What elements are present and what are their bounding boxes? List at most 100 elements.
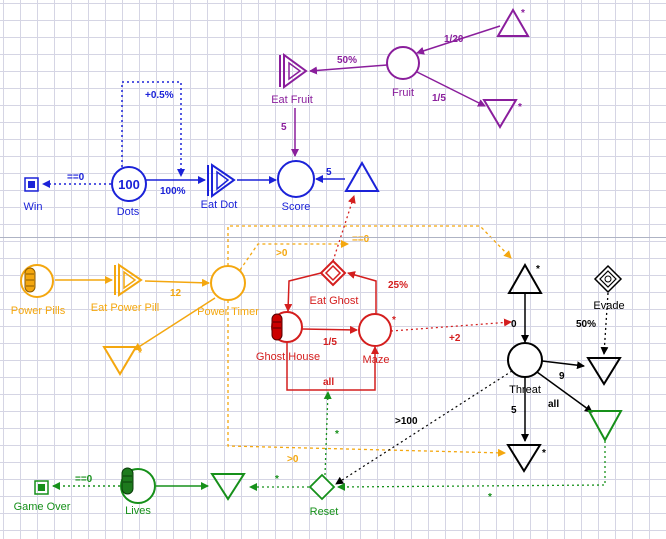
edge-timer-positive-label: >0	[276, 248, 288, 259]
edge-reset-all-label: all	[323, 377, 334, 388]
edge-threat-to-reset	[335, 370, 513, 485]
edge-green-drain-to-reset	[337, 441, 606, 491]
lives-subsystem: Game Over Lives Reset ==0 * * *	[14, 391, 623, 518]
game-over-label: Game Over	[14, 501, 71, 513]
edge-reset-all	[286, 342, 379, 391]
edge-evade-pct-label: 50%	[576, 319, 596, 330]
threat-source-triangle[interactable]	[507, 262, 543, 294]
threat-drain-right[interactable]	[586, 357, 622, 386]
edge-timer-positive-bottom-label: >0	[287, 454, 299, 465]
power-subsystem: Power Pills Eat Power Pill Power Timer *…	[11, 225, 512, 465]
edge-fruit-to-eat-fruit-label: 50%	[337, 55, 357, 66]
power-drain-triangle[interactable]	[102, 346, 138, 376]
edge-threat-to-green-drain-label: all	[548, 399, 559, 410]
maze-star: *	[392, 315, 396, 326]
fruit-subsystem: * Fruit * Eat Fruit 1/20 50% 1/5 5	[271, 7, 530, 157]
edge-eat-ghost-chance-label: 25%	[388, 280, 408, 291]
edge-threat-to-drain-right	[541, 360, 585, 370]
threat-source-amount: 0	[511, 319, 517, 330]
green-drain-right[interactable]	[587, 410, 623, 443]
edge-fruit-spawn	[416, 25, 501, 55]
eat-power-pill-converter[interactable]	[114, 263, 143, 297]
power-drain-star: *	[138, 348, 142, 359]
edge-threat-to-drain-bottom-label: 5	[511, 405, 517, 416]
dots-pool[interactable]	[111, 166, 147, 202]
edge-reset-to-ghost-all	[323, 391, 332, 476]
maze-pool[interactable]	[358, 313, 392, 347]
edge-fruit-spawn-label: 1/20	[444, 34, 464, 45]
edge-maze-to-threat	[390, 318, 512, 332]
edge-timer-positive-bottom	[227, 300, 506, 457]
evade-label: Evade	[593, 300, 624, 312]
maze-label: Maze	[363, 354, 390, 366]
score-label: Score	[282, 201, 311, 213]
edge-threat-to-drain-right-label: 9	[559, 371, 565, 382]
edge-threat-to-reset-label: >100	[395, 416, 418, 427]
threat-source-star: *	[536, 264, 540, 275]
edge-timer-zero	[227, 225, 512, 266]
edge-timer-positive	[239, 240, 349, 271]
eat-dot-converter[interactable]	[207, 163, 236, 198]
edge-eat-ghost-to-house	[284, 272, 322, 312]
edge-fruit-to-eat-fruit	[309, 64, 388, 75]
game-over-end-condition[interactable]	[34, 480, 49, 495]
evade-gate[interactable]	[593, 264, 623, 294]
fruit-source-star: *	[521, 8, 525, 19]
lives-pool[interactable]	[120, 467, 156, 504]
dots-label: Dots	[117, 206, 140, 218]
edge-green-drain-to-reset-star: *	[488, 492, 492, 503]
fruit-drain-star: *	[518, 102, 522, 113]
eat-fruit-converter[interactable]	[279, 53, 308, 89]
eat-fruit-label: Eat Fruit	[271, 94, 313, 106]
threat-pool[interactable]	[507, 342, 543, 378]
edge-threat-to-green-drain	[536, 371, 593, 413]
edge-timer-to-drain	[133, 297, 216, 351]
lives-drain-triangle[interactable]	[210, 473, 246, 501]
edge-eat-pill-to-timer	[144, 278, 210, 287]
edge-fruit-to-drain	[416, 71, 486, 107]
eat-dot-label: Eat Dot	[201, 199, 238, 211]
win-end-condition[interactable]	[24, 177, 39, 192]
edge-eat-pill-to-timer-label: 12	[170, 288, 182, 299]
fruit-drain-triangle[interactable]	[482, 99, 518, 129]
edge-house-to-maze	[301, 325, 358, 334]
fruit-label: Fruit	[392, 87, 414, 99]
threat-subsystem: * +2 0 Threat * Evade 50% 9 5 all >100	[335, 262, 625, 485]
score-pool[interactable]	[277, 160, 315, 198]
power-pills-pool[interactable]	[20, 264, 54, 298]
fruit-source-triangle[interactable]	[496, 7, 530, 37]
edge-source-to-score-label: 5	[326, 167, 332, 178]
edge-dots-to-win-label: ==0	[67, 172, 85, 183]
eat-ghost-label: Eat Ghost	[310, 295, 359, 307]
lives-label: Lives	[125, 505, 151, 517]
ghost-house-label: Ghost House	[256, 351, 320, 363]
edge-reset-to-lives-drain-star: *	[275, 474, 279, 485]
ghost-subsystem: Eat Ghost Ghost House * Maze 25% 1/5 all…	[256, 195, 512, 391]
ghost-house-pool[interactable]	[271, 311, 303, 343]
reset-label: Reset	[310, 506, 339, 518]
power-timer-pool[interactable]	[210, 265, 246, 301]
dots-value: 100	[118, 177, 140, 192]
threat-drain-bottom-star: *	[542, 448, 546, 459]
edge-maze-to-threat-label: +2	[449, 333, 461, 344]
edge-eat-fruit-score-label: 5	[281, 122, 287, 133]
eat-ghost-gate[interactable]	[319, 259, 347, 287]
eat-power-pill-label: Eat Power Pill	[91, 302, 159, 314]
edge-dots-loop-label: +0.5%	[145, 90, 174, 101]
reset-gate[interactable]	[308, 473, 336, 501]
threat-drain-bottom[interactable]	[506, 444, 542, 473]
score-source-triangle[interactable]	[344, 160, 380, 192]
score-subsystem: Win 100 Dots Eat Dot Score +0.5% ==0 100…	[24, 81, 380, 218]
edge-eat-ghost-to-score	[332, 195, 356, 262]
fruit-pool[interactable]	[386, 46, 420, 80]
edge-reset-to-ghost-star: *	[335, 429, 339, 440]
power-pills-label: Power Pills	[11, 305, 66, 317]
edge-maze-to-eat-ghost	[347, 271, 377, 314]
edge-lives-to-game-over-label: ==0	[75, 474, 93, 485]
edge-evade-to-drain	[600, 292, 609, 355]
edge-fruit-to-drain-label: 1/5	[432, 93, 446, 104]
edge-dots-loop	[121, 81, 185, 177]
edge-house-to-maze-label: 1/5	[323, 337, 337, 348]
